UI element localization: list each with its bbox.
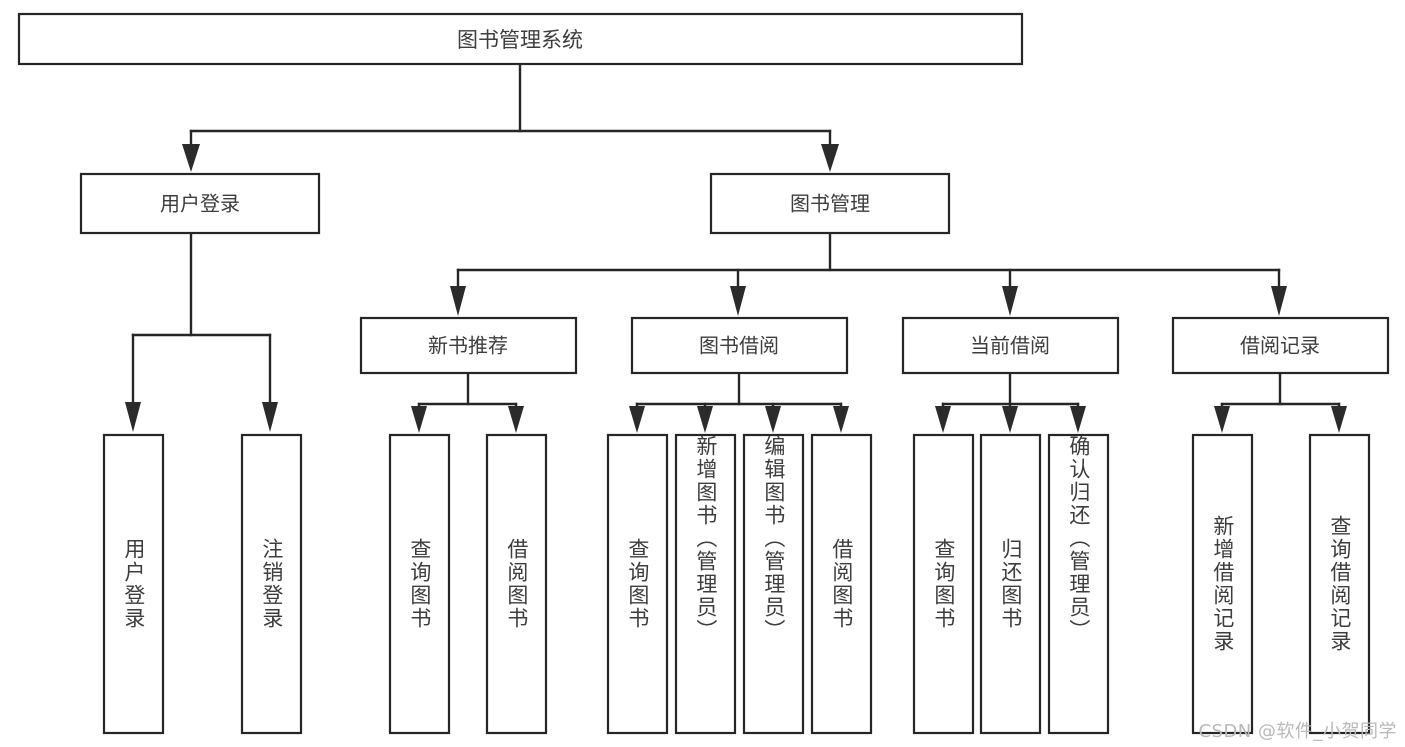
node-box-root[interactable]	[17, 12, 1024, 66]
connector-group-current-borrow	[935, 371, 1086, 433]
connector-group-book-borrow	[629, 371, 849, 433]
arrow-head-borrow-record	[1271, 286, 1287, 316]
node-label-borrow-record: 借阅记录	[1240, 334, 1320, 358]
node-label-book-borrow: 图书借阅	[699, 334, 779, 358]
watermark-text: CSDN @软件_小贺同学	[1198, 721, 1397, 742]
arrow-head-leaf-query-book-1	[411, 406, 427, 433]
connector-group-user-login	[125, 231, 278, 432]
arrow-head-leaf-query-record	[1331, 406, 1347, 433]
arrow-head-new-book-recommend	[450, 286, 466, 316]
arrow-head-current-borrow	[1002, 286, 1018, 316]
arrow-head-leaf-confirm-return	[1070, 406, 1086, 433]
node-box-book-borrow[interactable]	[630, 316, 849, 375]
node-label-user-login: 用户登录	[160, 192, 240, 216]
arrow-head-book-borrow	[730, 286, 746, 316]
node-box-user-login[interactable]	[79, 172, 321, 235]
arrow-head-leaf-borrow-book-1	[508, 406, 524, 433]
node-box-new-book-recommend[interactable]	[359, 316, 578, 375]
arrow-head-leaf-add-book	[697, 406, 713, 433]
connector-group-borrow-record	[1214, 371, 1347, 433]
node-box-leaf-query-record[interactable]	[1308, 433, 1371, 735]
connector-group-new-book-recommend	[411, 371, 524, 433]
node-box-leaf-logout-login[interactable]	[240, 433, 303, 735]
arrow-head-leaf-user-login	[125, 402, 141, 432]
arrow-head-leaf-query-book-2	[629, 406, 645, 433]
node-book-borrow[interactable]: 图书借阅	[630, 316, 849, 375]
leaf-boxes	[102, 433, 1371, 735]
node-box-leaf-borrow-book-2[interactable]	[810, 433, 873, 735]
node-user-login[interactable]: 用户登录	[79, 172, 321, 235]
node-label-book-management: 图书管理	[790, 192, 870, 216]
node-box-current-borrow[interactable]	[901, 316, 1120, 375]
node-box-book-management[interactable]	[709, 172, 951, 235]
node-book-management[interactable]: 图书管理	[709, 172, 951, 235]
node-box-leaf-user-login[interactable]	[102, 433, 165, 735]
node-box-leaf-add-record[interactable]	[1191, 433, 1254, 735]
node-box-leaf-borrow-book-1[interactable]	[485, 433, 548, 735]
node-label-new-book-recommend: 新书推荐	[428, 334, 508, 358]
arrow-head-user-login	[182, 144, 200, 172]
node-box-leaf-query-book-1[interactable]	[388, 433, 451, 735]
node-box-leaf-query-book-3[interactable]	[912, 433, 975, 735]
arrow-head-leaf-borrow-book-2	[833, 406, 849, 433]
node-label-current-borrow: 当前借阅	[970, 334, 1050, 358]
node-box-leaf-confirm-return[interactable]	[1047, 433, 1110, 735]
connector-group-book-management	[450, 231, 1287, 316]
node-box-leaf-return-book[interactable]	[979, 433, 1042, 735]
node-current-borrow[interactable]: 当前借阅	[901, 316, 1120, 375]
node-label-root: 图书管理系统	[457, 28, 583, 52]
arrow-head-leaf-query-book-3	[935, 406, 951, 433]
connector-group-root	[182, 62, 839, 172]
node-borrow-record[interactable]: 借阅记录	[1171, 316, 1390, 375]
arrow-head-leaf-add-record	[1214, 406, 1230, 433]
node-box-leaf-edit-book[interactable]	[742, 433, 805, 735]
arrow-head-book-management	[821, 144, 839, 172]
node-box-leaf-add-book[interactable]	[674, 433, 737, 735]
node-box-leaf-query-book-2[interactable]	[606, 433, 669, 735]
arrow-head-leaf-logout-login	[262, 402, 278, 432]
node-root[interactable]: 图书管理系统	[17, 12, 1024, 66]
arrow-head-leaf-return-book	[1002, 406, 1018, 433]
node-box-borrow-record[interactable]	[1171, 316, 1390, 375]
node-new-book-recommend[interactable]: 新书推荐	[359, 316, 578, 375]
arrow-head-leaf-edit-book	[765, 406, 781, 433]
